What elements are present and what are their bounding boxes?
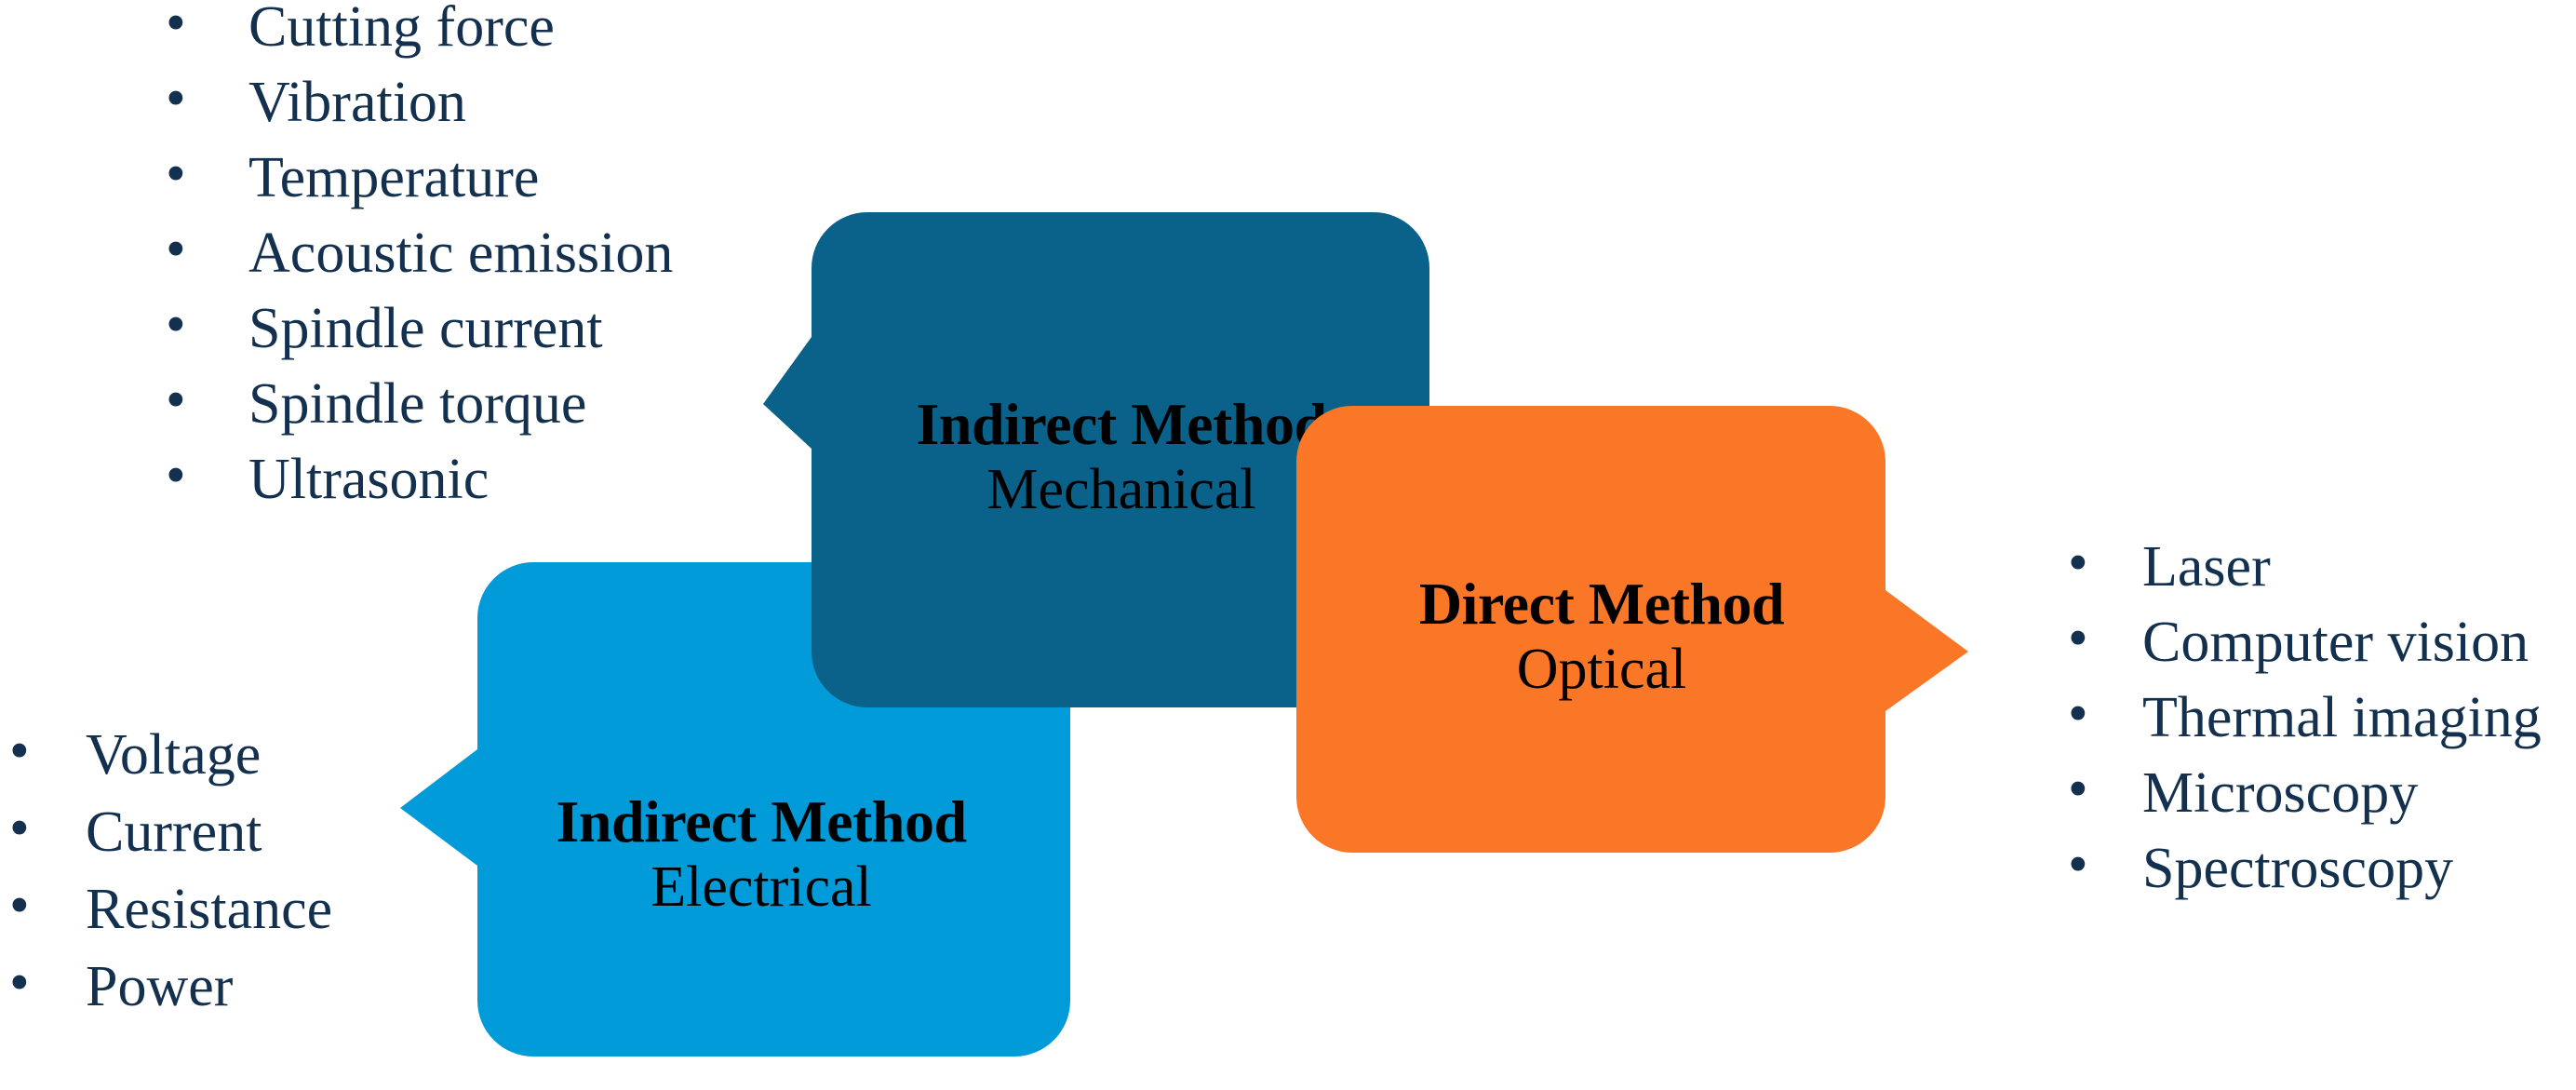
bullet-list-electrical: • Voltage • Current • Resistance • Power [9,722,333,1035]
callout-title: Indirect Method [556,787,967,855]
list-item-label: Temperature [248,146,540,209]
list-item-label: Resistance [86,878,333,941]
bullet-icon: • [166,293,186,357]
bullet-icon: • [2068,833,2088,897]
list-item: • Voltage [9,722,332,803]
bullet-icon: • [2068,607,2088,671]
list-item: • Vibration [166,70,673,149]
list-item: • Resistance [9,877,333,958]
list-item-label: Voltage [86,723,262,787]
list-item-label: Thermal imaging [2142,686,2542,749]
bullet-icon: • [166,444,186,508]
list-item: • Temperature [166,145,673,224]
list-item: • Power [9,954,332,1035]
bullet-icon: • [9,951,30,1016]
bullet-icon: • [166,142,186,207]
bullet-icon: • [9,797,30,861]
bullet-icon: • [9,874,30,938]
list-item-label: Current [86,801,262,864]
list-item: • Cutting force [166,0,673,74]
list-item: • Thermal imaging [2068,685,2542,764]
list-item: • Laser [2068,534,2542,613]
callout-subtitle: Electrical [651,855,872,919]
callout-optical-shape [1296,406,1968,853]
list-item-label: Spindle current [248,297,603,360]
callout-electrical-text: Indirect Method Electrical [556,787,967,920]
list-item-label: Power [86,955,234,1018]
list-item-label: Cutting force [248,0,555,59]
bullet-icon: • [166,369,186,433]
bullet-icon: • [2068,758,2088,822]
list-item: • Ultrasonic [166,447,673,526]
list-item-label: Acoustic emission [248,222,674,285]
list-item: • Microscopy [2068,760,2542,840]
list-item: • Current [9,797,332,881]
callout-optical[interactable]: Direct Method Optical [1296,406,1968,853]
list-item-label: Ultrasonic [248,448,490,511]
callout-title: Direct Method [1418,571,1785,638]
callout-subtitle: Mechanical [986,458,1256,522]
list-item-label: Computer vision [2142,611,2529,674]
bullet-icon: • [9,720,30,784]
callout-mechanical[interactable]: Indirect Method Mechanical [763,212,1429,707]
list-item: • Acoustic emission [166,218,674,300]
list-item-label: Spindle torque [248,372,587,436]
bullet-icon: • [2068,682,2088,747]
list-item: • Computer vision [2068,607,2542,689]
bullet-icon: • [166,0,186,56]
bullet-icon: • [2068,532,2088,596]
list-item: • Spindle current [166,296,673,375]
callout-mechanical-text: Indirect Method Mechanical [916,391,1327,522]
bullet-list-optical: • Laser • Computer vision • Thermal imag… [2068,534,2542,915]
list-item: • Spectroscopy [2068,836,2542,915]
callout-mechanical-shape [763,212,1429,707]
list-item-label: Spectroscopy [2142,837,2454,900]
list-item-label: Laser [2142,535,2271,599]
list-item-label: Vibration [248,71,466,134]
bullet-list-mechanical: • Cutting force • Vibration • Temperatur… [166,0,673,526]
list-item-label: Microscopy [2142,761,2419,825]
callout-subtitle: Optical [1516,638,1687,702]
bullet-icon: • [166,67,186,131]
callout-optical-text: Direct Method Optical [1418,571,1785,702]
bullet-icon: • [166,218,186,282]
callout-title: Indirect Method [916,391,1327,458]
list-item: • Spindle torque [166,371,673,451]
